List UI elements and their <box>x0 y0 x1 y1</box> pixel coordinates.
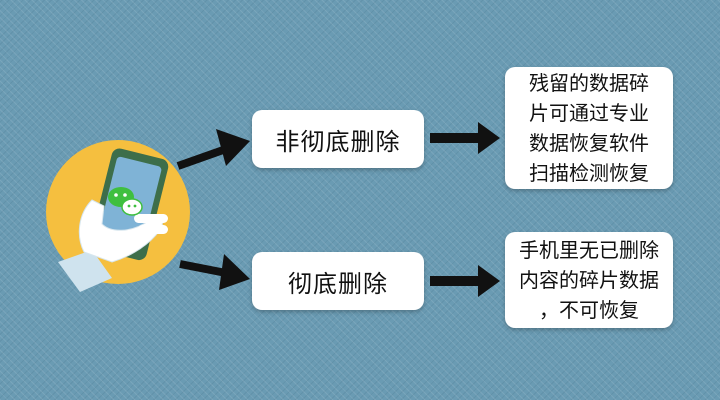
outcome-text-line: 手机里无已删除 <box>519 238 659 262</box>
outcome-text-line: 内容的碎片数据 <box>519 268 659 292</box>
recoverable-outcome-box: 残留的数据碎 片可通过专业 数据恢复软件 扫描检测恢复 <box>505 67 673 189</box>
complete-delete-box: 彻底删除 <box>252 252 424 310</box>
outcome-text-line: 残留的数据碎 <box>529 71 649 95</box>
non-complete-delete-box: 非彻底删除 <box>252 110 424 168</box>
outcome-text-line: ，不可恢复 <box>539 298 639 322</box>
arrow-right-icon <box>179 254 250 290</box>
outcome-text-line: 数据恢复软件 <box>529 131 649 155</box>
outcome-text-line: 扫描检测恢复 <box>529 161 649 185</box>
arrow-right-icon <box>176 129 250 170</box>
finger-shape <box>134 214 168 223</box>
arrow-right-icon <box>430 265 500 297</box>
non-complete-delete-label: 非彻底删除 <box>275 127 401 156</box>
wechat-logo-icon <box>108 187 143 216</box>
outcome-text-line: 片可通过专业 <box>529 101 649 125</box>
arrow-right-icon <box>430 122 500 154</box>
finger-shape <box>138 225 168 234</box>
unrecoverable-outcome-box: 手机里无已删除 内容的碎片数据 ，不可恢复 <box>505 232 673 328</box>
sleeve-shape <box>58 250 112 292</box>
complete-delete-label: 彻底删除 <box>288 269 388 298</box>
